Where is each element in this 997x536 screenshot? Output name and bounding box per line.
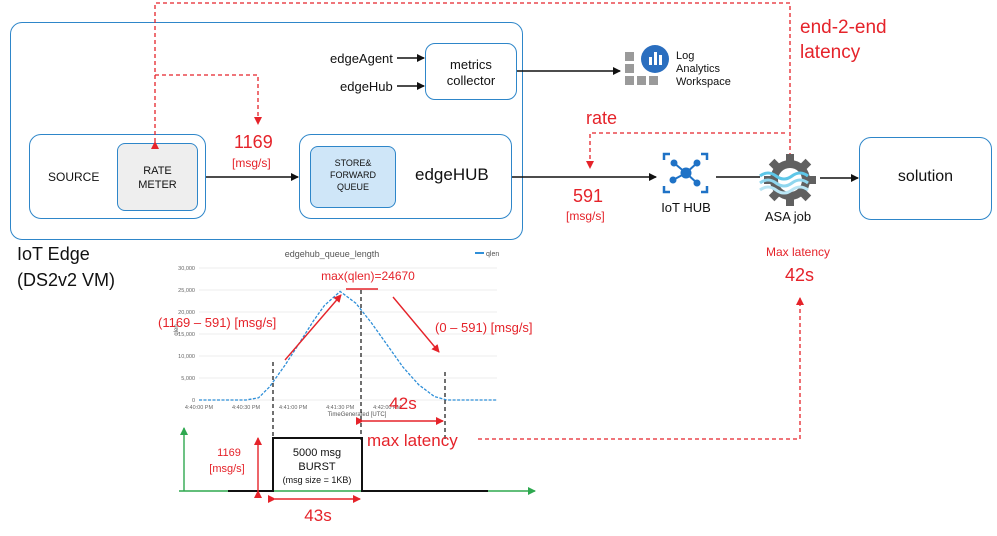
iot-hub-label: IoT HUB <box>661 200 711 215</box>
max-latency-value: 42s <box>785 265 815 285</box>
chart-title: edgehub_queue_length <box>285 249 380 259</box>
store-forward-queue-label: STORE& FORWARD QUEUE <box>310 157 396 193</box>
iot-hub-icon <box>662 152 709 194</box>
metrics-collector-label: metrics collector <box>425 57 517 89</box>
rate-meter-label: RATE METER <box>117 164 198 192</box>
max-latency-dashed-path <box>478 297 804 440</box>
input-rate-value: 1169 <box>234 132 273 152</box>
store-forward-line1: STORE& <box>334 158 372 168</box>
burst-pulse <box>228 437 488 492</box>
solution-label: solution <box>897 168 954 185</box>
log-analytics-icon <box>625 45 669 85</box>
rise-rate-label: (1169 – 591) [msg/s] <box>158 315 276 330</box>
rate-meter-line1: RATE <box>143 165 172 177</box>
edge-agent-input-label: edgeAgent <box>330 51 393 66</box>
rate-meter-box <box>117 143 198 211</box>
log-analytics-line2: Analytics <box>676 63 721 75</box>
asa-job-gear-icon <box>759 154 816 206</box>
iot-edge-title: IoT Edge <box>17 244 90 264</box>
chart-y-tick-label: 15,000 <box>178 332 195 338</box>
burst-duration-label: 43s <box>304 506 331 525</box>
rate-label: rate <box>586 108 618 128</box>
fall-rate-arrow <box>392 296 440 353</box>
burst-line1: 5000 msg <box>293 447 341 459</box>
queue-length-chart: edgehub_queue_length qlen qlen TimeGener… <box>174 249 499 418</box>
chart-legend-label: qlen <box>486 251 499 258</box>
metrics-line2: collector <box>446 73 496 88</box>
chart-y-tick-label: 25,000 <box>178 288 195 294</box>
e2e-latency-line1: end-2-end <box>800 17 887 38</box>
burst-line2: BURST <box>298 461 336 473</box>
log-analytics-line3: Workspace <box>676 76 731 88</box>
chart-y-axis-label: qlen <box>174 324 180 335</box>
store-forward-line3: QUEUE <box>336 182 369 192</box>
burst-rate-unit: [msg/s] <box>209 463 244 475</box>
fall-rate-label: (0 – 591) [msg/s] <box>435 320 533 335</box>
edge-hub-input-label: edgeHub <box>340 79 393 94</box>
asa-job-label: ASA job <box>764 209 812 224</box>
output-rate-unit: [msg/s] <box>566 209 605 223</box>
chart-x-tick-label: 4:41:00 PM <box>279 405 308 411</box>
chart-y-tick-label: 30,000 <box>178 266 195 272</box>
rate-meter-line2: METER <box>138 179 177 191</box>
chart-y-tick-label: 20,000 <box>178 310 195 316</box>
metrics-line1: metrics <box>450 57 492 72</box>
chart-y-tick-label: 0 <box>192 398 195 404</box>
chart-x-tick-label: 4:42:00 PM <box>373 405 402 411</box>
input-rate-unit: [msg/s] <box>232 156 271 170</box>
burst-rate-value: 1169 <box>217 447 241 459</box>
edgehub-label: edgeHUB <box>415 165 489 184</box>
chart-y-tick-label: 10,000 <box>178 354 195 360</box>
metrics-collector-box <box>425 43 517 100</box>
drain-time-label: 42s <box>389 394 416 413</box>
output-rate-dashed-path <box>586 132 785 169</box>
max-latency-title: Max latency <box>766 245 831 259</box>
input-rate-dashed-path <box>155 74 262 125</box>
iot-edge-subtitle: (DS2v2 VM) <box>17 270 116 290</box>
gear-tooth <box>786 196 794 206</box>
source-label: SOURCE <box>48 170 100 184</box>
store-forward-queue-box <box>310 146 396 208</box>
chart-y-tick-label: 5,000 <box>181 376 195 382</box>
solution-box <box>859 137 992 220</box>
rise-rate-arrow <box>284 294 342 361</box>
max-latency-label: max latency <box>367 431 458 450</box>
qlen-series-line <box>199 290 497 401</box>
gear-tooth <box>786 154 794 164</box>
output-rate-value: 591 <box>573 186 604 206</box>
max-qlen-label: max(qlen)=24670 <box>321 269 415 283</box>
log-analytics-line1: Log <box>676 50 695 62</box>
chart-x-tick-label: 4:41:30 PM <box>326 405 355 411</box>
e2e-latency-dashed-path <box>151 2 791 158</box>
chart-x-axis-label: TimeGenerated [UTC] <box>328 412 387 418</box>
log-analytics-label: Log Analytics Workspace <box>676 50 731 89</box>
store-forward-line2: FORWARD <box>330 170 376 180</box>
chart-x-tick-label: 4:40:30 PM <box>232 405 261 411</box>
chart-x-tick-label: 4:40:00 PM <box>185 405 214 411</box>
e2e-latency-line2: latency <box>800 42 861 63</box>
burst-line3: (msg size = 1KB) <box>283 475 352 485</box>
